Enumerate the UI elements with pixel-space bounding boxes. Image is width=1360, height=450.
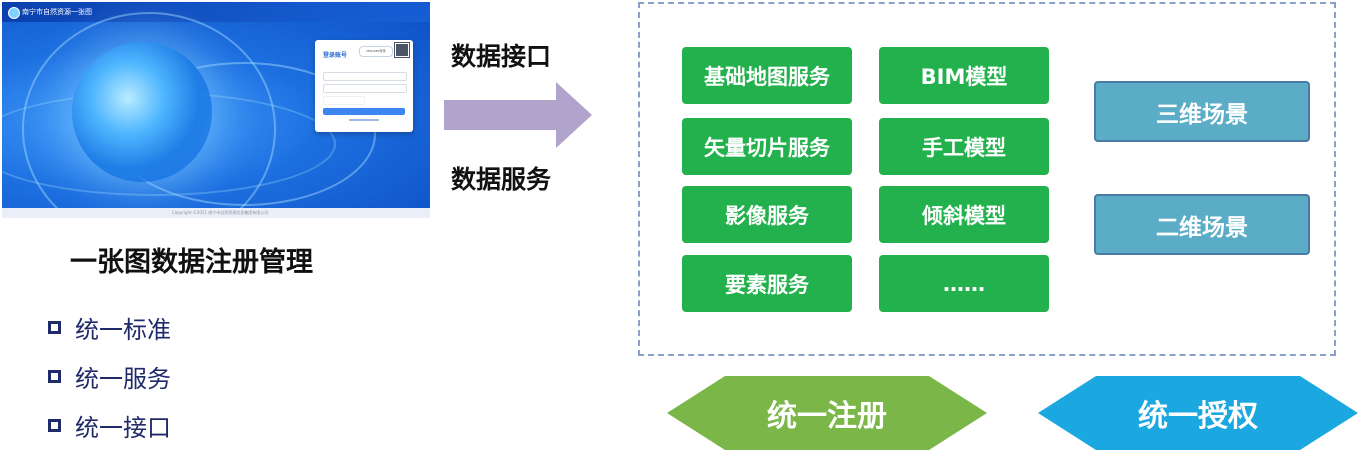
service-box: 影像服务	[682, 186, 852, 243]
password-field[interactable]	[323, 84, 407, 93]
service-box: 矢量切片服务	[682, 118, 852, 175]
data-service-label: 数据服务	[451, 165, 552, 194]
checkbox-bullet-icon	[48, 320, 61, 334]
services-panel	[638, 2, 1336, 356]
login-button[interactable]	[323, 108, 405, 115]
scene-3d-box: 三维场景	[1094, 81, 1310, 142]
unified-auth-label: 统一授权	[1138, 399, 1258, 434]
double-arrow-icon	[667, 376, 987, 450]
screenshot-footer-bar	[2, 208, 430, 218]
username-field[interactable]	[323, 72, 407, 81]
checkbox-bullet-icon	[48, 369, 61, 383]
double-arrow-icon	[1038, 376, 1358, 450]
right-arrow-icon	[444, 82, 592, 148]
checkbox-bullet-icon	[48, 418, 61, 432]
bullet-text: 统一服务	[75, 364, 171, 393]
service-box: 要素服务	[682, 255, 852, 312]
bullet-item: 统一接口	[48, 409, 171, 442]
app-logo-icon	[8, 7, 20, 19]
model-box: 手工模型	[879, 118, 1049, 175]
bullet-text: 统一标准	[75, 315, 171, 344]
login-title: 登录账号	[323, 52, 348, 59]
bullet-item: 统一服务	[48, 360, 171, 393]
screenshot-app-title: 南宁市自然资源一张图	[22, 8, 92, 16]
globe-icon	[72, 42, 212, 182]
login-screenshot: 南宁市自然资源一张图 登录账号 MMUSER登录 Copyright ©2021…	[2, 2, 430, 218]
scene-2d-box: 二维场景	[1094, 194, 1310, 255]
screenshot-footer: Copyright ©2021 南宁市自然资源信息集团有限公司	[172, 210, 269, 215]
unified-register-label: 统一注册	[767, 399, 887, 434]
login-card: 登录账号 MMUSER登录	[315, 40, 413, 132]
login-tag: MMUSER登录	[359, 46, 393, 57]
bullet-item: 统一标准	[48, 311, 171, 344]
model-box: ……	[879, 255, 1049, 312]
service-box: 基础地图服务	[682, 47, 852, 104]
qr-code-icon[interactable]	[394, 42, 410, 58]
bullet-text: 统一接口	[75, 413, 171, 442]
model-box: 倾斜模型	[879, 186, 1049, 243]
data-interface-label: 数据接口	[451, 42, 552, 71]
main-title: 一张图数据注册管理	[70, 247, 313, 278]
model-box: BIM模型	[879, 47, 1049, 104]
captcha-field[interactable]	[323, 96, 365, 105]
forgot-link[interactable]	[349, 119, 379, 121]
